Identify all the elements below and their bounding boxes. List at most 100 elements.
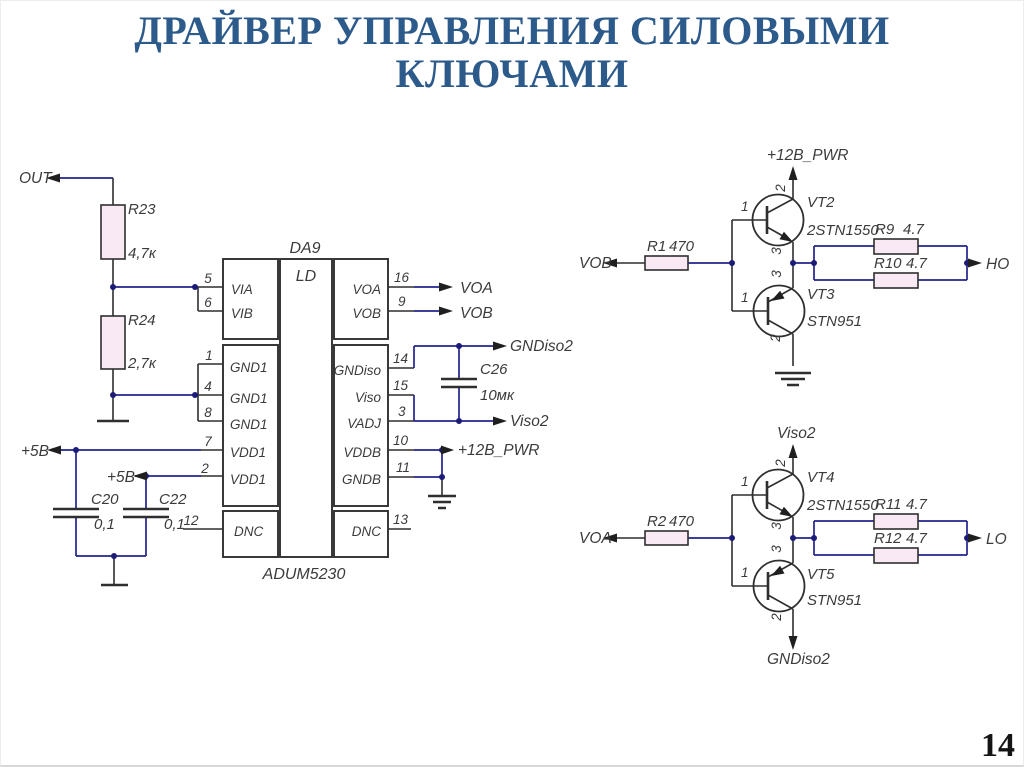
- junction-dots-driver-high: [729, 260, 970, 266]
- svg-text:9: 9: [398, 294, 406, 309]
- svg-text:GNDB: GNDB: [342, 472, 381, 487]
- svg-text:6: 6: [204, 295, 212, 310]
- net-label-voa-in: VOA: [579, 530, 612, 547]
- voa-arrow-icon: [439, 282, 453, 292]
- resistor-r24: [100, 315, 126, 370]
- vt2-pin-em: 3: [769, 247, 784, 255]
- driver-high-wires: [603, 166, 982, 387]
- gndiso2-arrow-icon: [493, 341, 507, 351]
- r2-ref: R2: [647, 513, 667, 530]
- vob-arrow-icon: [439, 306, 453, 316]
- net-label-gndiso2-bottom: GNDiso2: [767, 651, 830, 668]
- ic-core-label: LD: [296, 268, 317, 285]
- c22-value: 0,1: [164, 516, 185, 533]
- vt2-pin-base: 1: [741, 199, 749, 214]
- r23-value: 4,7к: [128, 245, 157, 262]
- slide-title-line1: ДРАЙВЕР УПРАВЛЕНИЯ СИЛОВЫМИ: [134, 8, 890, 53]
- svg-text:VOA: VOA: [352, 282, 381, 297]
- svg-text:10: 10: [393, 433, 409, 448]
- out-arrow-icon: [46, 173, 60, 183]
- svg-text:3: 3: [398, 404, 406, 419]
- slide-title: ДРАЙВЕР УПРАВЛЕНИЯ СИЛОВЫМИ КЛЮЧАМИ: [1, 8, 1023, 97]
- ic-adum5230: [222, 258, 389, 558]
- net-label-vob: VOB: [460, 305, 493, 322]
- net-label-12v-pwr: +12B_PWR: [458, 442, 539, 459]
- r1-value: 470: [669, 238, 695, 255]
- driver-low-wires: [603, 444, 982, 650]
- svg-text:GND1: GND1: [230, 360, 268, 375]
- net-label-gndiso2: GNDiso2: [510, 338, 573, 355]
- gndiso2-down-arrow-icon: [788, 636, 798, 650]
- resistor-r1: [644, 255, 689, 271]
- vt2-ref: VT2: [807, 194, 835, 211]
- vt2-part: 2STN1550: [806, 222, 879, 239]
- vt2-emitter-arrow-icon: [779, 231, 793, 242]
- net-label-vob-in: VOB: [579, 255, 612, 272]
- slide-title-line2: КЛЮЧАМИ: [395, 51, 629, 97]
- c20-ref: C20: [91, 491, 119, 508]
- svg-text:16: 16: [394, 270, 410, 285]
- svg-text:5: 5: [204, 271, 212, 286]
- net-label-voa: VOA: [460, 280, 493, 297]
- resistor-r12: [873, 547, 919, 564]
- svg-text:GND1: GND1: [230, 417, 268, 432]
- net-label-out: OUT: [19, 170, 53, 187]
- left-section-wires: [46, 173, 223, 587]
- p5v-mid-arrow-icon: [133, 471, 147, 481]
- resistor-r9: [873, 238, 919, 255]
- net-label-ho: HO: [986, 256, 1009, 273]
- svg-text:12: 12: [183, 513, 199, 528]
- svg-text:VADJ: VADJ: [347, 416, 381, 431]
- vt3-body: [752, 284, 806, 338]
- r1-ref: R1: [647, 238, 666, 255]
- vt3-emitter-arrow-icon: [771, 290, 785, 301]
- vt5-body: [752, 559, 806, 613]
- ic-right-wires: [388, 282, 507, 530]
- vt5-pin-em: 3: [769, 545, 784, 553]
- svg-text:4: 4: [204, 379, 212, 394]
- viso2-up-arrow-icon: [788, 444, 798, 458]
- ho-arrow-icon: [968, 258, 982, 268]
- vt4-emitter-arrow-icon: [779, 506, 793, 517]
- page-number: 14: [981, 727, 1015, 764]
- ic-left-pin-names: VIA VIB GND1 GND1 GND1 VDD1 VDD1 DNC: [230, 282, 268, 539]
- svg-text:8: 8: [204, 405, 212, 420]
- r2-value: 470: [669, 513, 695, 530]
- ic-left-pin-numbers: 5 6 1 4 8 7 2 12: [183, 271, 212, 528]
- resistor-r10: [873, 272, 919, 289]
- r12-ref: R12: [874, 530, 902, 547]
- r10-ref: R10: [874, 255, 902, 272]
- voa-in-arrow-icon: [603, 533, 617, 543]
- vt4-pin-base: 1: [741, 474, 749, 489]
- svg-text:VDDB: VDDB: [343, 445, 381, 460]
- vt4-body: [751, 468, 805, 522]
- svg-text:VIB: VIB: [231, 306, 253, 321]
- r11-value: 4.7: [906, 496, 928, 513]
- net-label-viso2: Viso2: [510, 413, 549, 430]
- r9-ref: R9: [875, 221, 895, 238]
- svg-text:DNC: DNC: [352, 524, 381, 539]
- net-label-5v-top: +5B: [21, 443, 49, 460]
- r23-ref: R23: [128, 201, 156, 218]
- vt3-ref: VT3: [807, 286, 835, 303]
- svg-text:14: 14: [393, 351, 408, 366]
- junction-dots-driver-low: [729, 535, 970, 541]
- c26-ref: C26: [480, 361, 508, 378]
- vt5-pin-base: 1: [741, 565, 749, 580]
- vt4-pin-col: 2: [773, 459, 788, 468]
- r9-value: 4.7: [903, 221, 925, 238]
- svg-text:DNC: DNC: [234, 524, 263, 539]
- r11-ref: R11: [875, 496, 901, 513]
- svg-text:7: 7: [204, 434, 212, 449]
- r24-ref: R24: [128, 312, 156, 329]
- vt3-part: STN951: [807, 313, 862, 330]
- c22-ref: C22: [159, 491, 187, 508]
- svg-text:15: 15: [393, 378, 409, 393]
- svg-text:VDD1: VDD1: [230, 472, 266, 487]
- vt5-emitter-arrow-icon: [771, 565, 785, 576]
- svg-text:11: 11: [396, 460, 410, 475]
- ic-right-pin-names: VOA VOB GNDiso Viso VADJ VDDB GNDB DNC: [334, 282, 382, 539]
- c20-value: 0,1: [94, 516, 115, 533]
